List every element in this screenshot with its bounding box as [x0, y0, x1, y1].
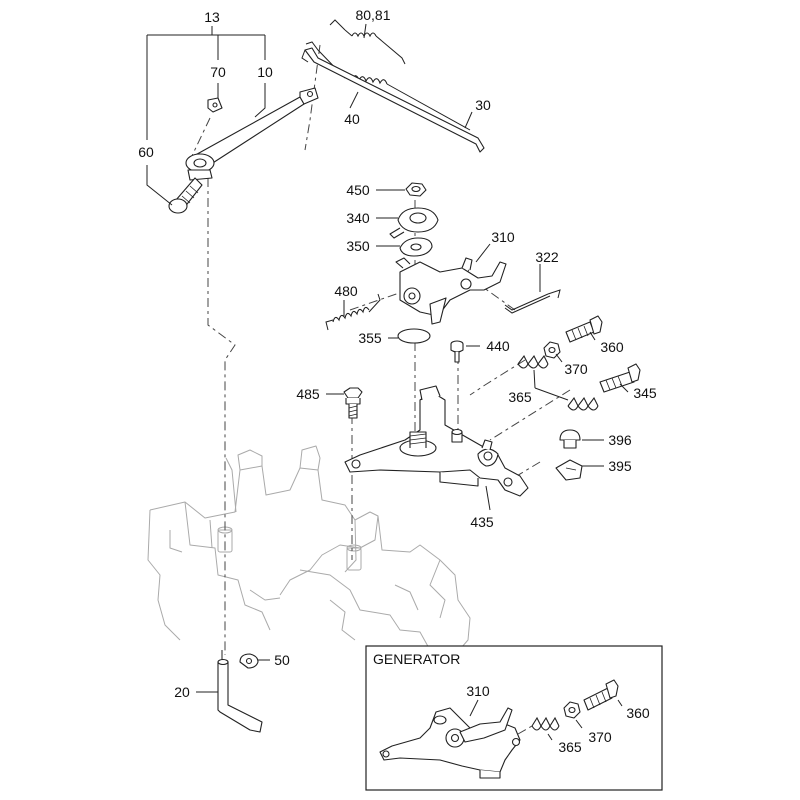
callout-396: 396	[608, 432, 632, 448]
part-30-rod	[301, 47, 485, 153]
callout-440: 440	[486, 338, 510, 354]
callout-80-81: 80,81	[355, 7, 390, 23]
inset-frame	[365, 645, 663, 791]
inset-part-365-spring	[531, 716, 560, 731]
part-10-governor-arm	[185, 87, 319, 181]
part-350-washer	[399, 237, 433, 257]
inset-guide-line	[517, 725, 533, 735]
part-485-bolt	[343, 387, 363, 419]
part-365-springs	[517, 354, 599, 411]
inset-leader-360	[617, 699, 623, 707]
part-395-clip	[555, 459, 583, 481]
inset-leader-365	[547, 733, 553, 741]
inset-part-310-assembly	[379, 707, 521, 779]
part-345-bolt	[599, 363, 641, 393]
callout-480: 480	[334, 283, 358, 299]
callout-labels: 13 70 10 60 80,81 40 30 450 340 350 310 …	[138, 7, 657, 700]
callout-leaders	[146, 23, 629, 693]
part-480-spring	[325, 293, 381, 331]
callout-10: 10	[257, 64, 273, 80]
part-355-washer	[397, 328, 431, 344]
part-440-screw	[450, 340, 464, 363]
part-70-nut	[207, 97, 223, 113]
callout-345: 345	[633, 385, 657, 401]
inset-callout-360: 360	[626, 705, 650, 721]
inset-title: GENERATOR	[373, 651, 460, 667]
callout-485: 485	[296, 386, 320, 402]
callout-450: 450	[346, 182, 370, 198]
callout-435: 435	[470, 514, 494, 530]
part-60-bolt	[168, 177, 203, 214]
part-80-81-spring	[329, 19, 406, 65]
callout-350: 350	[346, 238, 370, 254]
callout-30: 30	[475, 97, 491, 113]
part-50-clip	[239, 653, 259, 669]
callout-365: 365	[508, 389, 532, 405]
callout-322: 322	[535, 249, 559, 265]
inset-callout-370: 370	[588, 729, 612, 745]
callout-340: 340	[346, 210, 370, 226]
part-450-nut	[405, 182, 427, 197]
callout-355: 355	[358, 330, 382, 346]
callout-13: 13	[204, 9, 220, 25]
callout-360: 360	[600, 339, 624, 355]
generator-inset: GENERATOR	[365, 645, 663, 791]
part-435-bracket	[344, 385, 529, 497]
callout-310: 310	[491, 229, 515, 245]
callout-70: 70	[210, 64, 226, 80]
inset-leader-310	[469, 699, 479, 717]
callout-40: 40	[344, 111, 360, 127]
engine-block-outline	[147, 445, 471, 656]
callout-60: 60	[138, 144, 154, 160]
part-322-rod	[504, 289, 561, 314]
callout-370: 370	[564, 361, 588, 377]
part-340-cam	[389, 207, 439, 239]
part-310-lever	[395, 257, 507, 325]
inset-part-360-bolt	[583, 679, 619, 711]
inset-part-370-nut	[563, 701, 581, 719]
inset-leader-370	[575, 719, 583, 729]
inset-callout-310: 310	[466, 683, 490, 699]
callout-20: 20	[174, 684, 190, 700]
part-20-rod	[217, 650, 263, 733]
callout-50: 50	[274, 652, 290, 668]
part-360-bolt	[565, 315, 603, 343]
part-396-screw	[559, 429, 581, 449]
callout-395: 395	[608, 458, 632, 474]
part-40-spring	[305, 41, 471, 131]
inset-callout-365: 365	[558, 739, 582, 755]
